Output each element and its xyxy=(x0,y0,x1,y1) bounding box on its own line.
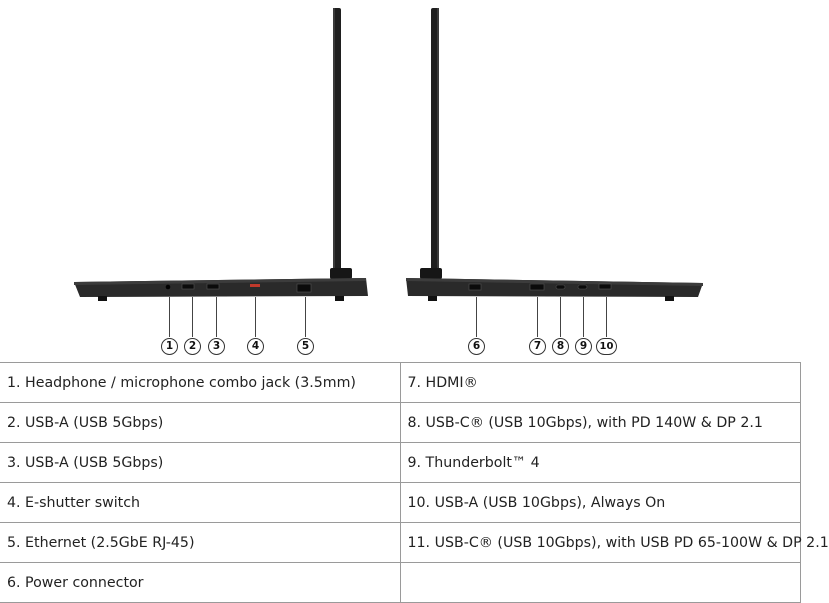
callout-1: 1 xyxy=(161,338,178,355)
right-side-view xyxy=(406,8,703,301)
callout-6: 6 xyxy=(468,338,485,355)
usb-c-port-8 xyxy=(555,284,566,290)
left-hinge xyxy=(330,268,352,279)
port-cell: 7. HDMI® xyxy=(399,362,801,403)
port-cell: 11. USB-C® (USB 10Gbps), with USB PD 65-… xyxy=(399,522,829,563)
callout-7: 7 xyxy=(529,338,546,355)
left-foot-2 xyxy=(335,296,344,301)
usb-a-port-2 xyxy=(181,283,195,290)
power-connector-port xyxy=(468,283,482,291)
port-cell: 1. Headphone / microphone combo jack (3.… xyxy=(0,362,401,403)
port-cell: 4. E-shutter switch xyxy=(0,482,401,523)
table-row: 5. Ethernet (2.5GbE RJ-45) 11. USB-C® (U… xyxy=(0,522,829,563)
right-hinge xyxy=(420,268,442,279)
port-cell: 6. Power connector xyxy=(0,562,401,603)
port-cell: 3. USB-A (USB 5Gbps) xyxy=(0,442,401,483)
callout-8: 8 xyxy=(552,338,569,355)
right-foot-1 xyxy=(428,296,437,301)
callout-10: 10 xyxy=(596,338,617,355)
callout-2: 2 xyxy=(184,338,201,355)
callout-9: 9 xyxy=(575,338,592,355)
usb-a-port-10 xyxy=(598,283,612,290)
e-shutter-switch xyxy=(250,284,260,287)
hdmi-port xyxy=(529,283,545,291)
table-row: 2. USB-A (USB 5Gbps) 8. USB-C® (USB 10Gb… xyxy=(0,402,801,443)
right-foot-2 xyxy=(665,296,674,301)
laptop-side-views: 1 2 3 4 5 6 7 8 9 10 xyxy=(74,8,703,355)
ports-table: 1. Headphone / microphone combo jack (3.… xyxy=(0,362,829,603)
laptop-illustration xyxy=(74,8,703,301)
port-cell: 5. Ethernet (2.5GbE RJ-45) xyxy=(0,522,401,563)
left-side-view xyxy=(74,8,368,301)
callout-5: 5 xyxy=(297,338,314,355)
thunderbolt-port-9 xyxy=(577,284,588,290)
table-row: 3. USB-A (USB 5Gbps) 9. Thunderbolt™ 4 xyxy=(0,442,801,483)
port-cell: 2. USB-A (USB 5Gbps) xyxy=(0,402,401,443)
port-cell: 9. Thunderbolt™ 4 xyxy=(399,442,801,483)
table-row: 1. Headphone / microphone combo jack (3.… xyxy=(0,362,801,403)
port-cell: 10. USB-A (USB 10Gbps), Always On xyxy=(399,482,801,523)
left-foot-1 xyxy=(98,296,107,301)
port-cell xyxy=(399,562,801,603)
port-cell: 8. USB-C® (USB 10Gbps), with PD 140W & D… xyxy=(399,402,801,443)
table-row: 6. Power connector xyxy=(0,562,801,603)
callout-4: 4 xyxy=(247,338,264,355)
headphone-jack-port xyxy=(165,284,171,290)
ethernet-port xyxy=(296,283,312,293)
callout-3: 3 xyxy=(208,338,225,355)
table-row: 4. E-shutter switch 10. USB-A (USB 10Gbp… xyxy=(0,482,801,523)
usb-a-port-3 xyxy=(206,283,220,290)
